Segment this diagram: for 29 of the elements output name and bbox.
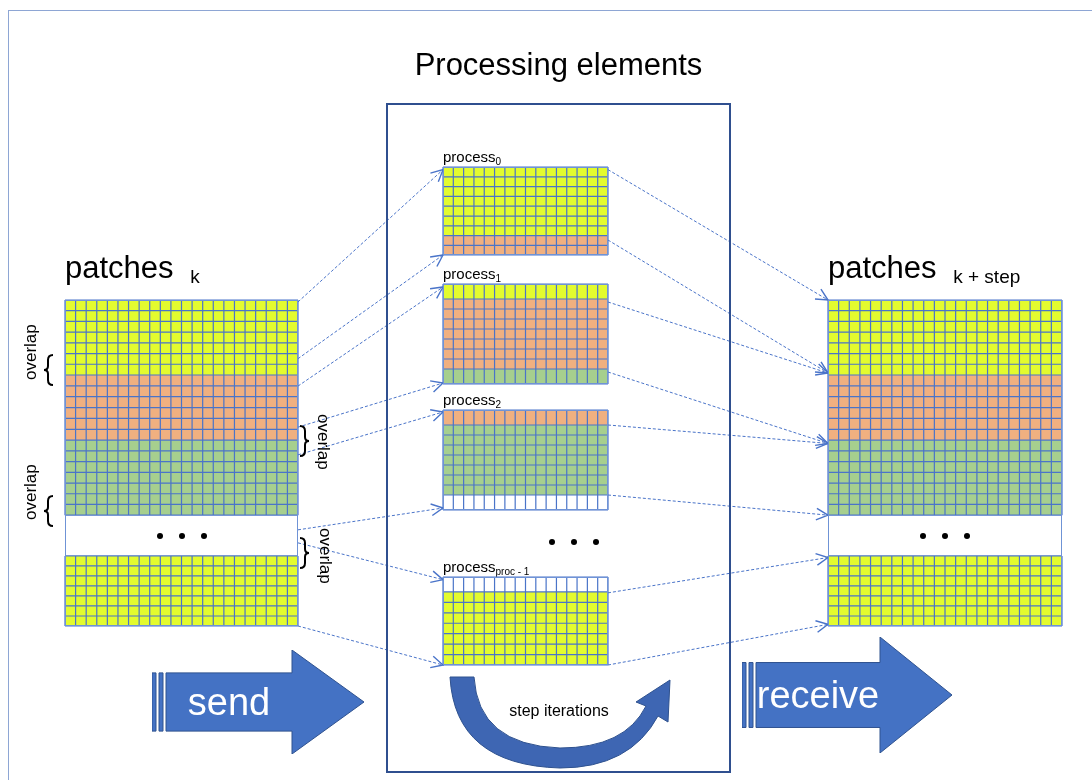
overlap-label: overlap: [20, 323, 41, 382]
curved-arrow-label: step iterations: [508, 701, 610, 721]
dashed-arrow: [607, 371, 829, 447]
overlap-label: overlap: [315, 527, 336, 586]
dashed-arrow: [297, 542, 444, 584]
dashed-arrow: [607, 494, 829, 521]
grid-heading: process$_{proc - 1}$: [443, 558, 530, 576]
arrow-label: send: [186, 680, 272, 724]
dashed-arrow: [607, 169, 829, 301]
dashed-arrow: [607, 552, 829, 594]
grid-heading: patches $_{k + step}$: [828, 249, 1021, 288]
dashed-arrow: [607, 424, 829, 449]
dashed-arrow: [297, 625, 444, 669]
grid-heading: process$_{2}$: [443, 391, 502, 409]
dashed-arrow: [297, 286, 444, 387]
dashed-arrow: [607, 239, 829, 374]
overlap-label: overlap: [313, 413, 334, 472]
dashed-arrow: [297, 168, 444, 303]
dashed-arrow: [297, 254, 444, 360]
dashed-arrow: [607, 620, 829, 666]
panel-title: Processing elements: [414, 46, 703, 84]
grid-heading: patches $_{k}$: [65, 249, 200, 288]
dashed-arrow: [297, 503, 444, 531]
dashed-arrow: [607, 301, 829, 376]
dashed-arrow: [297, 409, 444, 456]
grid-heading: process$_{0}$: [443, 148, 502, 166]
overlap-label: overlap: [20, 463, 41, 522]
grid-heading: process$_{1}$: [443, 265, 502, 283]
arrow-label: receive: [756, 673, 880, 717]
